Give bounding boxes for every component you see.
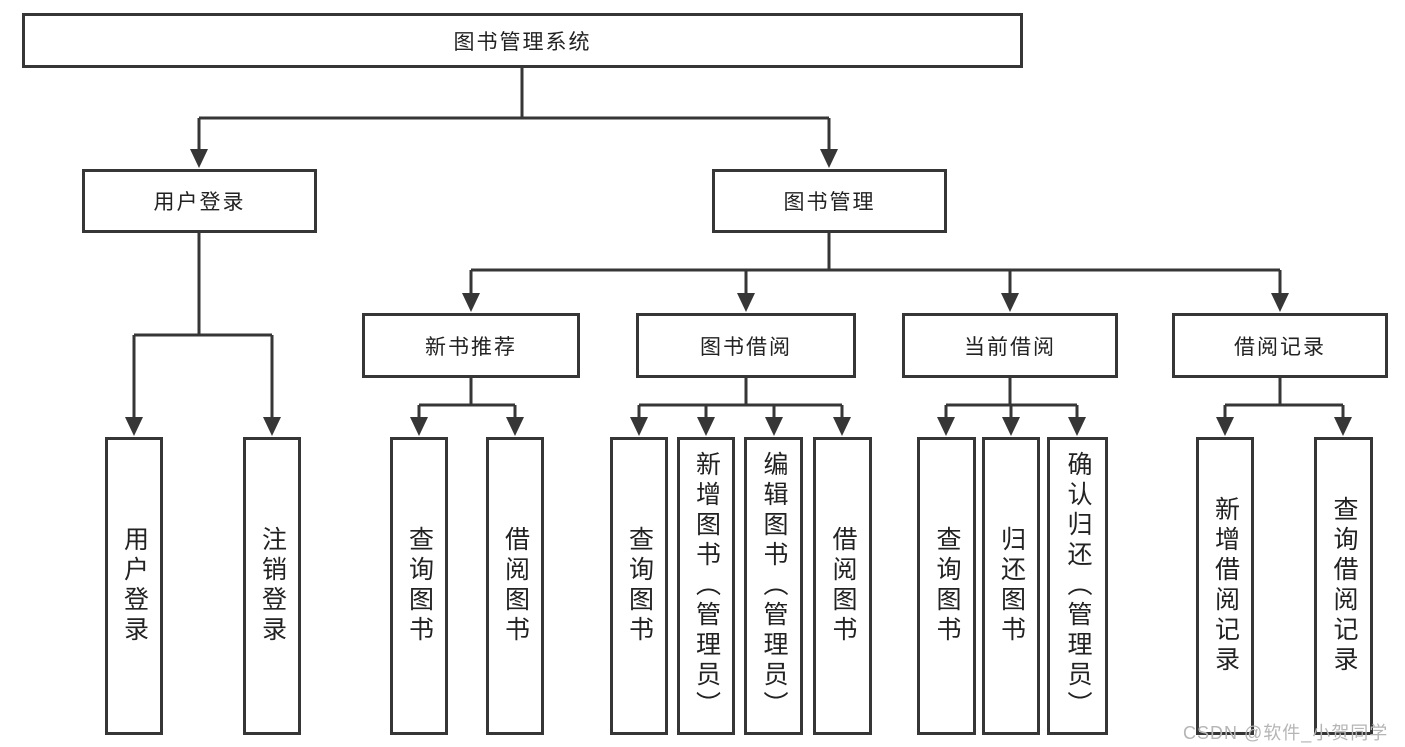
node-user-login: 用户登录 xyxy=(82,169,317,233)
node-new-book-recommend-label: 新书推荐 xyxy=(425,335,517,359)
leaf-add-book-admin-label: 新增图书（管理员） xyxy=(692,451,721,721)
node-book-borrow: 图书借阅 xyxy=(636,313,856,378)
leaf-user-login-label: 用户登录 xyxy=(120,526,149,646)
leaf-add-book-admin: 新增图书（管理员） xyxy=(677,437,735,735)
leaf-borrow-books-borrow-label: 借阅图书 xyxy=(829,526,857,646)
node-current-borrow-label: 当前借阅 xyxy=(964,335,1056,359)
leaf-borrow-books-recommend-label: 借阅图书 xyxy=(501,526,530,646)
leaf-borrow-books-recommend: 借阅图书 xyxy=(486,437,544,735)
leaf-query-borrow-record-label: 查询借阅记录 xyxy=(1330,496,1358,676)
leaf-confirm-return-admin: 确认归还（管理员） xyxy=(1047,437,1108,735)
node-new-book-recommend: 新书推荐 xyxy=(362,313,580,378)
leaf-user-login: 用户登录 xyxy=(105,437,163,735)
leaf-confirm-return-admin-label: 确认归还（管理员） xyxy=(1064,451,1092,721)
leaf-query-books-recommend-label: 查询图书 xyxy=(405,526,434,646)
leaf-logout-label: 注销登录 xyxy=(258,526,287,646)
node-book-management: 图书管理 xyxy=(712,169,947,233)
leaf-borrow-books-borrow: 借阅图书 xyxy=(813,437,872,735)
leaf-query-books-borrow-label: 查询图书 xyxy=(625,526,654,646)
node-borrow-records: 借阅记录 xyxy=(1172,313,1388,378)
node-root-label: 图书管理系统 xyxy=(453,30,592,54)
node-root: 图书管理系统 xyxy=(22,13,1023,68)
leaf-add-borrow-record-label: 新增借阅记录 xyxy=(1211,496,1240,676)
leaf-return-book-label: 归还图书 xyxy=(997,526,1026,646)
leaf-query-books-current-label: 查询图书 xyxy=(933,526,961,646)
leaf-edit-book-admin-label: 编辑图书（管理员） xyxy=(760,451,788,721)
node-book-management-label: 图书管理 xyxy=(783,191,876,214)
leaf-edit-book-admin: 编辑图书（管理员） xyxy=(744,437,803,735)
csdn-watermark: CSDN @软件_小贺同学 xyxy=(1183,723,1389,743)
leaf-query-borrow-record: 查询借阅记录 xyxy=(1314,437,1373,735)
leaf-query-books-current: 查询图书 xyxy=(917,437,976,735)
leaf-query-books-borrow: 查询图书 xyxy=(610,437,668,735)
leaf-add-borrow-record: 新增借阅记录 xyxy=(1196,437,1254,735)
leaf-query-books-recommend: 查询图书 xyxy=(390,437,448,735)
node-user-login-label: 用户登录 xyxy=(153,191,246,214)
node-borrow-records-label: 借阅记录 xyxy=(1234,335,1326,359)
leaf-logout: 注销登录 xyxy=(243,437,301,735)
leaf-return-book: 归还图书 xyxy=(982,437,1040,735)
node-book-borrow-label: 图书借阅 xyxy=(700,335,792,359)
node-current-borrow: 当前借阅 xyxy=(902,313,1118,378)
